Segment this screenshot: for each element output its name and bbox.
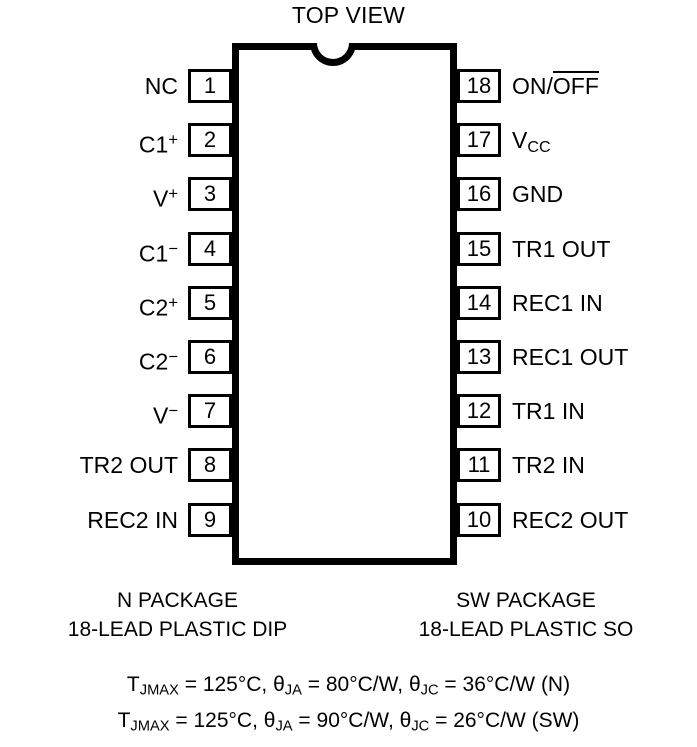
pin-row: 11 TR2 IN [457, 448, 697, 483]
page-title: TOP VIEW [291, 2, 406, 28]
pin-row: 2 C1+ [0, 123, 232, 158]
package-caption-sw: SW PACKAGE 18-LEAD PLASTIC SO [355, 586, 697, 644]
thermal-subscript: JC [420, 682, 439, 699]
thermal-subscript: JA [275, 718, 293, 735]
pin-label-superscript: − [168, 347, 178, 366]
pin-number-18[interactable]: 18 [457, 69, 501, 103]
pin-number-15[interactable]: 15 [457, 231, 501, 266]
pin-label-overbar: OFF [552, 71, 599, 99]
package-description-n: 18-LEAD PLASTIC DIP [67, 618, 288, 641]
pin-row: 6 C2− [0, 340, 232, 374]
pin-label-17: VCC [512, 127, 551, 157]
pin-row: 8 TR2 OUT [0, 448, 232, 483]
pin-number-7[interactable]: 7 [188, 394, 232, 429]
pin-number-13[interactable]: 13 [457, 340, 501, 374]
pin-row: 17 VCC [457, 123, 697, 158]
pin-label-3: V+ [152, 184, 178, 212]
pin-number-16[interactable]: 16 [457, 177, 501, 212]
package-description-sw: 18-LEAD PLASTIC SO [418, 618, 634, 641]
pin-label-13: REC1 OUT [512, 344, 629, 370]
pin-label-18: ON/OFF [512, 71, 599, 99]
thermal-subscript: JMAX [139, 682, 179, 699]
pin-number-11[interactable]: 11 [457, 448, 501, 483]
pin-number-1[interactable]: 1 [188, 69, 232, 103]
pin-number-10[interactable]: 10 [457, 502, 501, 537]
pin-label-15: TR1 OUT [512, 235, 611, 262]
thermal-spec-line: TJMAX = 125°C, θJA = 90°C/W, θJC = 26°C/… [117, 708, 580, 735]
pin-label-subscript: CC [527, 138, 551, 157]
pin-row: 12 TR1 IN [457, 394, 697, 429]
package-name-sw: SW PACKAGE [456, 589, 596, 612]
pin-number-4[interactable]: 4 [188, 231, 232, 266]
ic-notch-icon [310, 43, 356, 66]
thermal-subscript: JA [284, 682, 302, 699]
pin-label-9: REC2 IN [87, 506, 178, 533]
pin-label-superscript: − [168, 401, 178, 421]
pin-row: 3 V+ [0, 177, 232, 212]
pin-number-9[interactable]: 9 [188, 502, 232, 537]
package-name-n: N PACKAGE [117, 589, 238, 612]
pin-number-5[interactable]: 5 [188, 285, 232, 320]
pin-label-14: REC1 IN [512, 289, 603, 316]
pin-label-2: C1+ [138, 130, 178, 158]
pin-label-superscript: + [168, 292, 178, 312]
pin-row: 16 GND [457, 177, 697, 212]
thermal-spec-line: TJMAX = 125°C, θJA = 80°C/W, θJC = 36°C/… [126, 673, 571, 699]
pin-row: 15 TR1 OUT [457, 231, 697, 266]
pin-number-17[interactable]: 17 [457, 123, 501, 158]
package-caption-n: N PACKAGE 18-LEAD PLASTIC DIP [0, 586, 355, 644]
thermal-subscript: JMAX [130, 718, 170, 735]
thermal-specs: TJMAX = 125°C, θJA = 80°C/W, θJC = 36°C/… [0, 670, 697, 741]
pin-label-12: TR1 IN [512, 398, 585, 425]
pin-label-superscript: + [168, 130, 178, 150]
pin-number-12[interactable]: 12 [457, 394, 501, 429]
pin-number-8[interactable]: 8 [188, 448, 232, 483]
pin-row: 10 REC2 OUT [457, 502, 697, 537]
pin-row: 4 C1− [0, 231, 232, 266]
pin-label-superscript: − [168, 238, 178, 258]
pin-row: 13 REC1 OUT [457, 340, 697, 374]
pin-row: 1 NC [0, 69, 232, 103]
pin-row: 5 C2+ [0, 285, 232, 320]
pin-row: 9 REC2 IN [0, 502, 232, 537]
pin-label-4: C1− [138, 238, 178, 267]
pin-label-superscript: + [168, 184, 178, 204]
pin-label-6: C2− [138, 347, 178, 375]
pin-label-8: TR2 OUT [79, 452, 178, 479]
pin-row: 14 REC1 IN [457, 285, 697, 320]
ic-package-body [232, 43, 457, 565]
pin-row: 7 V− [0, 394, 232, 429]
pin-row: 18 ON/OFF [457, 69, 697, 103]
pin-label-10: REC2 OUT [512, 506, 629, 533]
pin-number-14[interactable]: 14 [457, 285, 501, 320]
pin-number-6[interactable]: 6 [188, 340, 232, 374]
pin-label-5: C2+ [138, 292, 178, 321]
pin-label-11: TR2 IN [512, 452, 585, 479]
pin-label-7: V− [152, 401, 178, 429]
pin-label-16: GND [512, 181, 564, 208]
thermal-subscript: JC [411, 718, 430, 735]
package-captions: N PACKAGE 18-LEAD PLASTIC DIP SW PACKAGE… [0, 586, 697, 644]
pin-label-1: NC [144, 73, 178, 99]
pin-number-2[interactable]: 2 [188, 123, 232, 158]
pin-number-3[interactable]: 3 [188, 177, 232, 212]
